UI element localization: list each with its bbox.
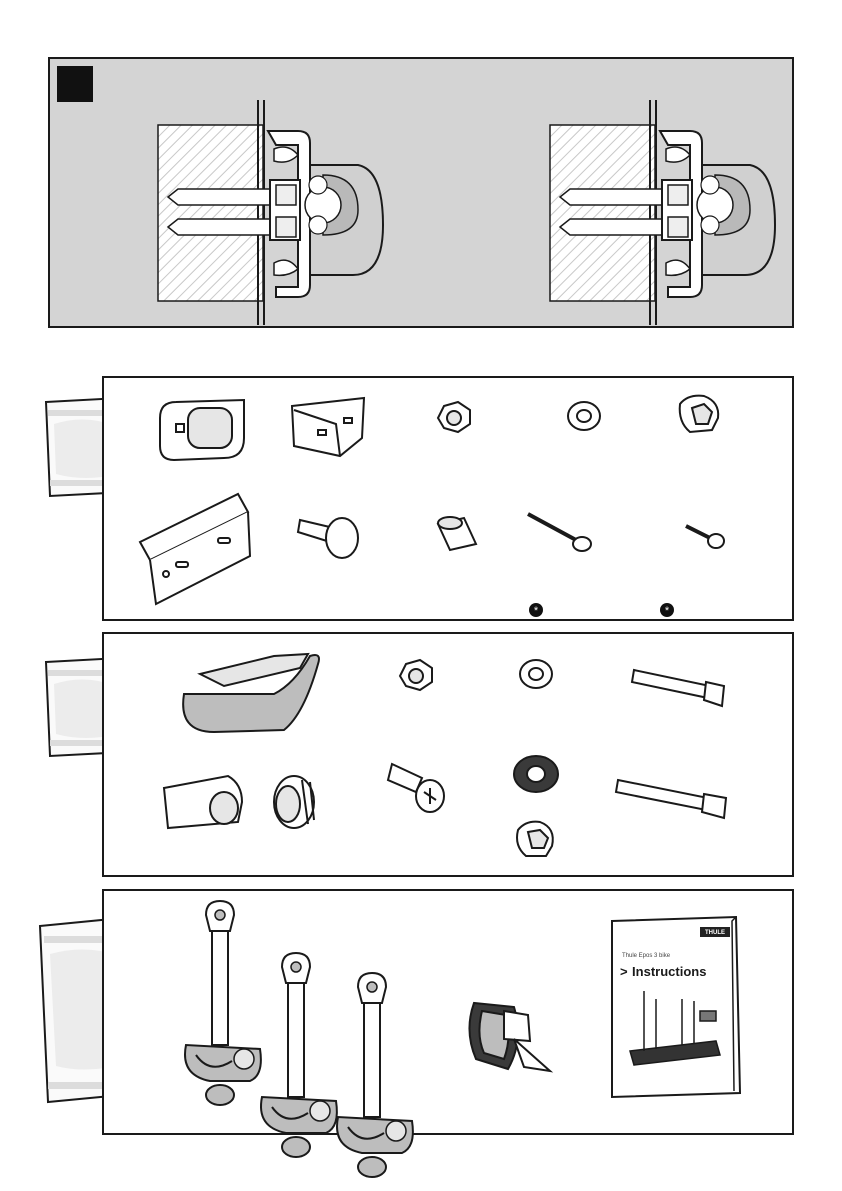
spacer-sleeve-part: [438, 517, 476, 550]
lock-nut-part: [438, 402, 470, 432]
self-tapping-screw-part: [388, 764, 444, 812]
panel-2-parts: [104, 634, 796, 879]
manual-title: Instructions: [632, 964, 706, 979]
lock-nut-part: [400, 660, 432, 690]
strap-roll-part: [469, 1003, 550, 1071]
rail-clip-part: [160, 400, 244, 460]
long-screw-part: [528, 514, 591, 551]
mounting-rail-part: [140, 494, 250, 604]
frame-holder-medium: [261, 953, 337, 1157]
short-screw-part: [686, 526, 724, 548]
hardware-panel-1: * *: [102, 376, 794, 621]
panel-3-parts: [104, 891, 796, 1137]
frame-holder-long: [185, 901, 261, 1105]
cap-nut-part: [517, 822, 553, 856]
asterisk-circle-icon: *: [528, 602, 544, 618]
knurled-knob-part: [274, 776, 314, 828]
carriage-bolt-part: [298, 518, 358, 558]
angle-bracket-part: [292, 398, 364, 456]
panel-1-parts: [104, 378, 796, 623]
manual-subtitle: Thule Epos 3 bike: [622, 953, 670, 959]
socket-bolt-part: [632, 670, 724, 706]
mounting-detail-panel: [48, 57, 794, 328]
mount-detail-right: [550, 100, 775, 325]
mount-detail-left: [158, 100, 383, 325]
svg-text:*: *: [534, 605, 539, 617]
manual-title-row: > Instructions: [620, 963, 706, 981]
hardware-panel-2: [102, 632, 794, 877]
svg-text:*: *: [665, 605, 670, 617]
end-cap-part: [164, 776, 242, 828]
frame-holder-short: [337, 973, 413, 1177]
long-socket-bolt-part: [616, 780, 726, 818]
mounting-diagrams: [50, 59, 796, 330]
cap-nut-part: [680, 396, 719, 432]
manual-brand: THULE: [700, 928, 730, 938]
washer-part: [568, 402, 600, 430]
washer-part: [520, 660, 552, 688]
manual-title-arrow: >: [620, 964, 628, 979]
wheel-cradle-part: [183, 654, 319, 732]
instruction-manual: [612, 917, 740, 1097]
asterisk-circle-icon: *: [659, 602, 675, 618]
rubber-washer-part: [514, 756, 558, 792]
hardware-panel-3: THULE Thule Epos 3 bike > Instructions: [102, 889, 794, 1135]
